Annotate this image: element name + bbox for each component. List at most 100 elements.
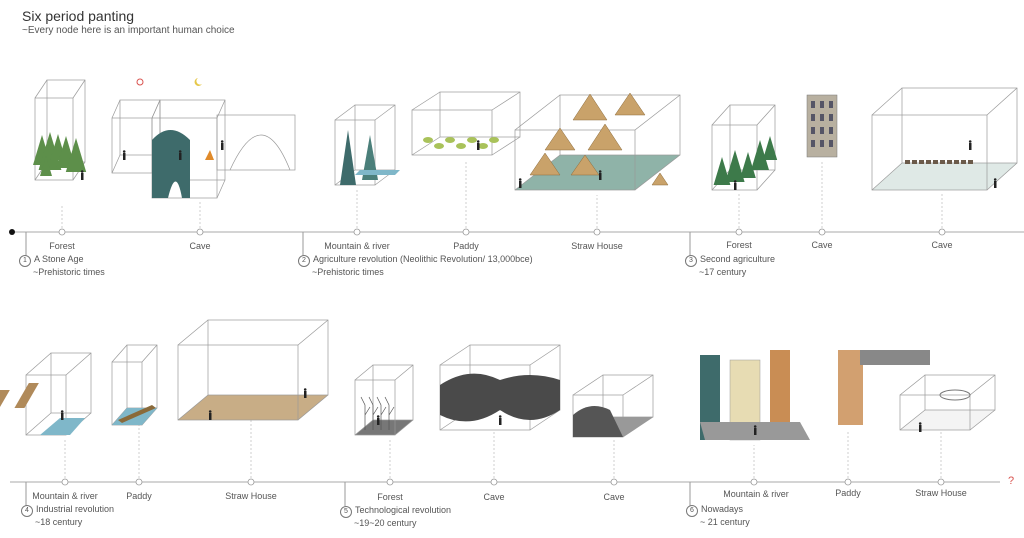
box-edge: [25, 352, 52, 376]
window: [820, 101, 824, 108]
timeline-node: [462, 228, 470, 236]
box-edge: [529, 344, 561, 366]
node-label: Mountain & river: [324, 241, 390, 251]
box-edge: [354, 364, 374, 381]
building-icon: [770, 350, 790, 435]
box-floor: [178, 395, 328, 420]
box-edge: [871, 162, 903, 191]
node-label: Paddy: [835, 488, 861, 498]
person-head: [518, 178, 522, 181]
node-label: Cave: [811, 240, 833, 250]
window: [811, 101, 815, 108]
person-head: [498, 415, 502, 418]
tree-icon: [38, 132, 62, 170]
era-name: Agriculture revolution (Neolithic Revolu…: [313, 254, 533, 264]
timeline-node: [593, 228, 601, 236]
box-edge: [756, 169, 776, 191]
era-number: 3: [685, 255, 697, 267]
straw-hut-icon: [570, 154, 600, 176]
era-number: 6: [686, 505, 698, 517]
box-front: [514, 129, 636, 191]
fountain: [939, 389, 971, 401]
tree-icon: [713, 157, 731, 185]
box-front: [411, 109, 493, 156]
building-icon: [700, 355, 720, 440]
window: [829, 140, 833, 147]
box-front: [871, 114, 988, 191]
person-icon: [81, 173, 84, 180]
node-label: Forest: [377, 492, 403, 502]
page-title: Six period panting: [22, 8, 135, 24]
table-seat: [947, 160, 952, 164]
node-label: Paddy: [126, 491, 152, 501]
straw-hut-icon: [572, 93, 608, 121]
bare-tree: [376, 396, 387, 430]
person-icon: [123, 153, 126, 160]
era-name: Second agriculture: [700, 254, 776, 264]
mountain-icon: [362, 135, 378, 180]
box-edge: [871, 87, 903, 116]
cave-rock: [573, 406, 623, 437]
straw-hut-icon: [614, 92, 646, 116]
era-number: 5: [340, 506, 352, 518]
box-edge: [439, 344, 471, 366]
node-label: Straw House: [571, 241, 623, 251]
era-number: 1: [19, 255, 31, 267]
era-period: ~19~20 century: [354, 518, 417, 528]
box-front: [899, 394, 971, 431]
person-icon: [519, 181, 522, 188]
node-label: Paddy: [453, 241, 479, 251]
box-back: [924, 374, 996, 411]
paddy-plant: [489, 137, 499, 143]
bare-tree: [384, 396, 395, 430]
era-name: Technological revolution: [355, 505, 452, 515]
box-edge: [65, 352, 92, 376]
era-number: 2: [298, 255, 310, 267]
box-edge: [899, 409, 926, 431]
person-head: [178, 150, 182, 153]
timeline-node: [735, 228, 743, 236]
window: [820, 127, 824, 134]
fire-icon: [205, 150, 214, 160]
timeline-node: [750, 478, 758, 486]
log: [118, 405, 156, 423]
person-head: [968, 140, 972, 143]
person-icon: [221, 143, 224, 150]
person-head: [993, 178, 997, 181]
box-edge: [411, 136, 441, 156]
mountain-icon: [340, 130, 356, 185]
moon-icon: [194, 78, 202, 86]
timeline-node: [938, 228, 946, 236]
box-edge: [711, 104, 731, 126]
bridge: [860, 350, 930, 365]
node-label: Forest: [726, 240, 752, 250]
building-icon: [838, 350, 863, 425]
sun-icon: [136, 78, 144, 86]
node-label: Straw House: [915, 488, 967, 498]
person-icon: [179, 153, 182, 160]
era-name: Nowadays: [701, 504, 744, 514]
paddy-plant: [467, 137, 477, 143]
tree-icon: [65, 138, 87, 172]
box-edge: [899, 374, 926, 396]
box-edge: [374, 104, 396, 121]
table-seat: [905, 160, 910, 164]
paddy-plant: [456, 143, 466, 149]
tree-icon: [740, 152, 756, 178]
timeline-node: [490, 478, 498, 486]
person-head: [80, 170, 84, 173]
box-edge: [177, 319, 209, 346]
box-edge: [394, 419, 414, 436]
person-icon: [477, 143, 480, 150]
node-label: Cave: [483, 492, 505, 502]
node-label: Cave: [603, 492, 625, 502]
straw-hut-icon: [587, 123, 623, 151]
person-icon: [377, 418, 380, 425]
box-edge: [111, 99, 121, 119]
box-edge: [151, 99, 161, 119]
person-icon: [754, 428, 757, 435]
box-back: [439, 91, 521, 138]
